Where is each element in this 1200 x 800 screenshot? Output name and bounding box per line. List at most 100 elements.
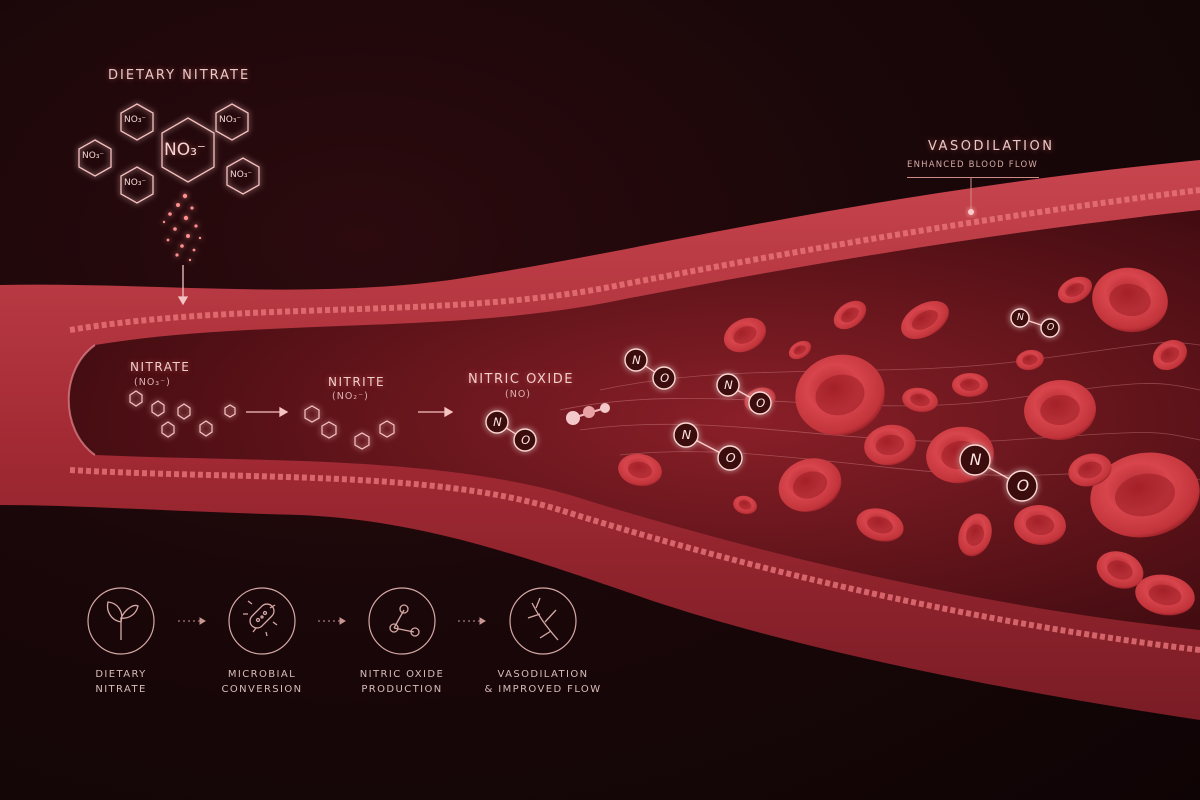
nitrate-particle	[188, 258, 192, 262]
nitrate-particle	[173, 227, 177, 231]
red-blood-cell	[1057, 276, 1093, 304]
nitrite-hexagons	[304, 405, 395, 450]
vessel-lumen-edge	[67, 344, 96, 456]
red-blood-cell	[1135, 574, 1195, 616]
nitrate-particle	[180, 244, 184, 248]
no-atom-o-label: O	[1016, 476, 1030, 496]
nitrate-particle	[192, 248, 196, 252]
red-blood-cell	[1092, 267, 1168, 333]
vessel-inner-band-top	[69, 187, 1200, 333]
nitrate-particle	[198, 236, 202, 240]
nitrate-particle	[175, 253, 179, 257]
nitrate-particle	[176, 203, 180, 207]
nitrate-particle	[190, 206, 194, 210]
vasodilation-title: Vasodilation	[928, 139, 1055, 154]
nitrate-particle	[168, 212, 172, 216]
red-blood-cell	[1016, 349, 1044, 371]
no-molecule	[959, 444, 1038, 502]
no-molecule	[716, 373, 772, 415]
no-atom-n-label: N	[1016, 312, 1024, 324]
down-arrow	[177, 265, 189, 306]
red-blood-cell	[902, 387, 938, 413]
molecule-label: NO₃⁻	[124, 115, 147, 125]
stage-nitric-oxide-formula: (NO)	[505, 389, 531, 400]
stage-nitrite-name: Nitrite	[328, 375, 386, 389]
step-icons	[87, 587, 577, 655]
no-atom-o-label: O	[1046, 322, 1055, 334]
red-blood-cell	[901, 301, 949, 339]
red-blood-cell	[618, 453, 662, 487]
nitrate-particles	[162, 193, 202, 262]
red-blood-cell	[778, 458, 842, 512]
step-label-microbial-conversion: MicrobialConversion	[221, 669, 303, 695]
vasodilation-pointer	[968, 178, 974, 215]
no-atom-n-label: N	[493, 414, 502, 429]
red-blood-cell	[864, 424, 916, 466]
vasodilation-subtitle: Enhanced Blood Flow	[907, 160, 1038, 170]
red-blood-cells	[618, 267, 1200, 616]
nitrate-particle	[182, 193, 188, 199]
no-atom-o-label: O	[660, 370, 670, 385]
bead-molecule	[566, 403, 610, 425]
nitrate-particle	[194, 224, 198, 228]
conversion-arrows	[246, 406, 454, 418]
no-atom-o-label: O	[756, 395, 766, 410]
microbe-icon	[243, 600, 278, 637]
molecule-label: NO₃⁻	[230, 170, 253, 180]
stage-nitrate-formula: (NO₃⁻)	[134, 377, 171, 388]
molecule-icon	[389, 604, 420, 637]
molecule-label-large: NO₃⁻	[164, 140, 206, 160]
step-circle-1	[87, 587, 155, 655]
red-blood-cell	[1152, 339, 1188, 371]
nitrate-particle	[186, 234, 190, 238]
red-blood-cell	[833, 300, 867, 330]
nitric-oxide-molecules	[485, 308, 1060, 502]
stage-nitrite-formula: (NO₂⁻)	[332, 391, 369, 402]
molecule-label: NO₃⁻	[124, 178, 147, 188]
no-atom-n-label: N	[969, 450, 982, 470]
red-blood-cell	[788, 340, 812, 360]
no-molecule	[624, 348, 676, 390]
stage-nitric-oxide-name: Nitric Oxide	[468, 372, 574, 387]
red-blood-cell	[1068, 453, 1112, 487]
step-circle-4	[509, 587, 577, 655]
red-blood-cell	[1090, 452, 1200, 538]
no-molecule	[485, 410, 537, 452]
red-blood-cell	[733, 495, 757, 515]
red-blood-cell	[1024, 379, 1096, 441]
red-blood-cell	[1014, 504, 1066, 546]
step-connectors	[178, 617, 486, 625]
red-blood-cell	[723, 317, 767, 353]
vasodilation-rule	[907, 177, 1039, 178]
molecule-label: NO₃⁻	[219, 115, 242, 125]
step-label-vasodilation: Vasodilation& Improved Flow	[484, 669, 602, 695]
red-blood-cell	[952, 373, 988, 397]
red-blood-cell	[856, 508, 904, 542]
no-atom-n-label: N	[632, 352, 641, 367]
nitrate-hexagons	[129, 390, 236, 438]
nitrate-particle	[183, 215, 189, 221]
dietary-nitrate-title: Dietary Nitrate	[108, 68, 251, 83]
no-atom-o-label: O	[521, 432, 531, 447]
step-circle-2	[228, 587, 296, 655]
nitrate-particle	[162, 220, 166, 224]
no-molecule	[673, 422, 743, 471]
step-label-nitric-oxide-production: Nitric OxideProduction	[359, 669, 445, 695]
stage-nitrate-name: Nitrate	[130, 360, 191, 374]
molecule-label: NO₃⁻	[82, 151, 105, 161]
no-molecule	[1010, 308, 1060, 338]
no-atom-n-label: N	[724, 377, 733, 392]
red-blood-cell	[1096, 551, 1144, 589]
vessel-branch-icon	[527, 597, 559, 641]
nitrate-particle	[166, 238, 170, 242]
step-label-dietary-nitrate: DietaryNitrate	[95, 669, 147, 695]
nitrate-hexagon-cluster	[78, 103, 260, 204]
no-atom-o-label: O	[725, 450, 736, 466]
red-blood-cell	[958, 513, 992, 557]
leaf-icon	[106, 601, 139, 640]
no-atom-n-label: N	[681, 427, 692, 443]
step-circle-3	[368, 587, 436, 655]
red-blood-cell	[795, 354, 885, 436]
